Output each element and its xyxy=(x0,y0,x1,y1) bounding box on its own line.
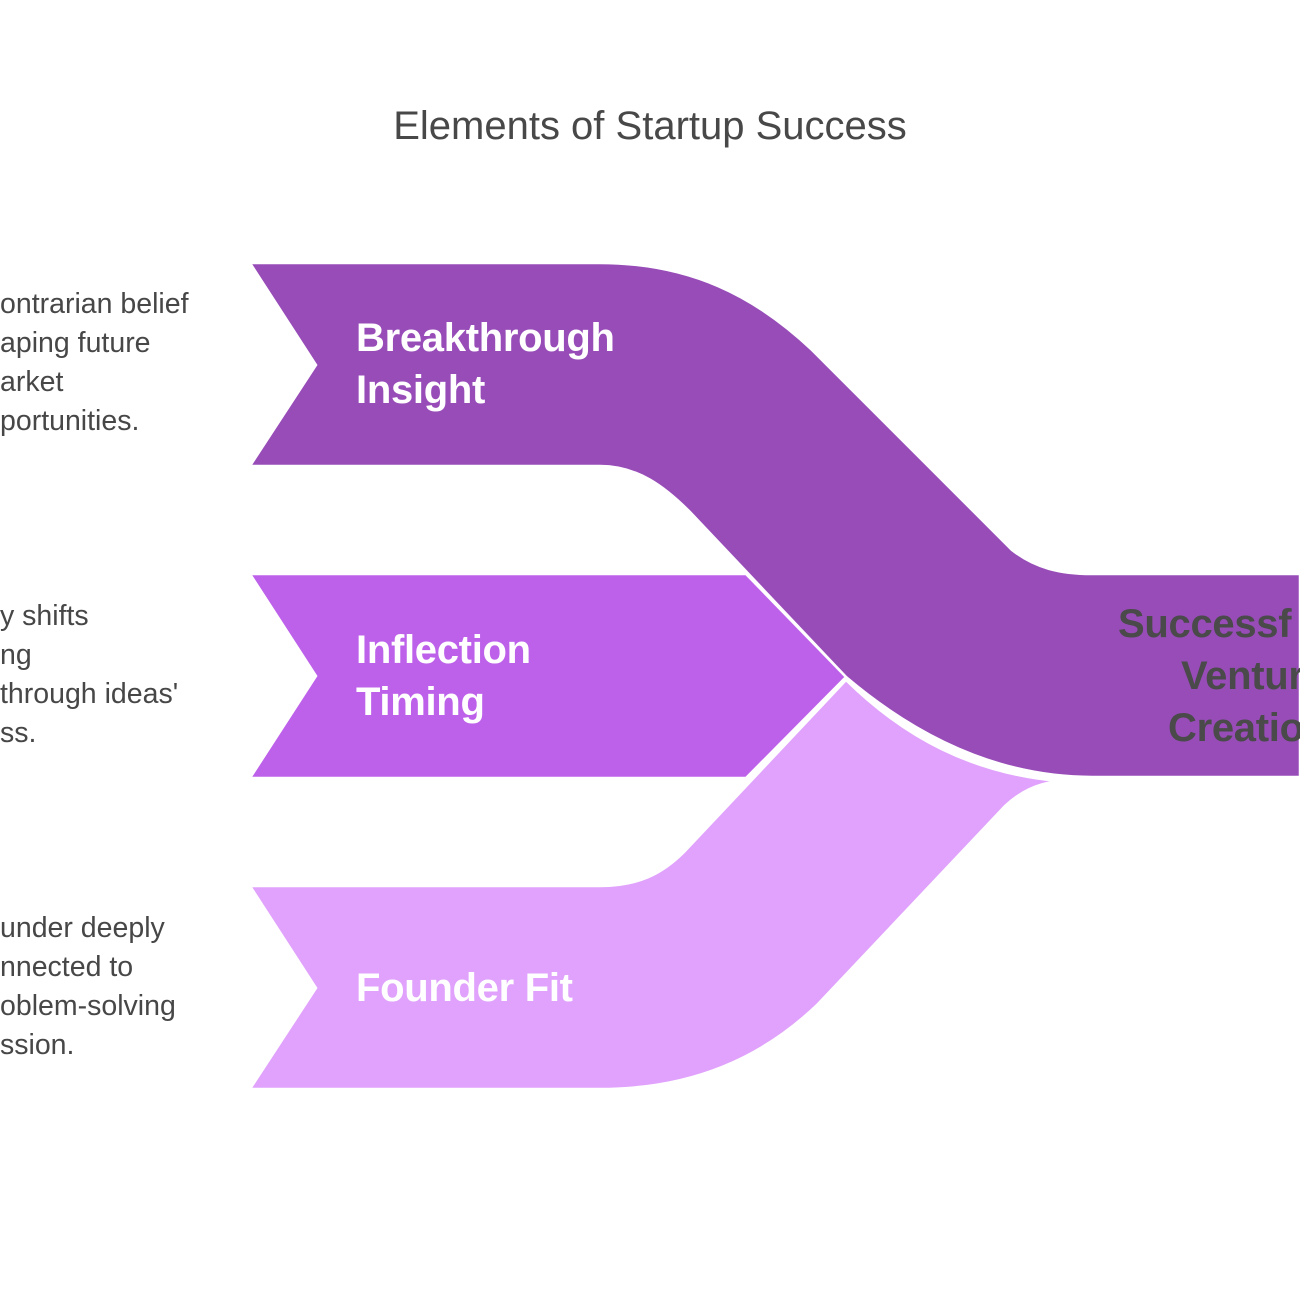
description-line: oblem-solving xyxy=(0,990,176,1022)
diagram-title: Elements of Startup Success xyxy=(393,104,907,148)
description-line: ontrarian belief xyxy=(0,288,189,320)
description-line: aping future xyxy=(0,327,151,359)
label-outcome: Successf Ventur Creatio xyxy=(1118,598,1300,754)
label-line: Inflection xyxy=(356,628,531,672)
description-founder: under deeply nnected to oblem-solving ss… xyxy=(0,909,176,1065)
description-line: portunities. xyxy=(0,405,140,437)
label-founder-fit: Founder Fit xyxy=(356,962,573,1014)
band-breakthrough-insight xyxy=(247,261,1300,779)
description-line: y shifts xyxy=(0,600,89,632)
description-breakthrough: ontrarian belief aping future arket port… xyxy=(0,285,189,441)
description-line: through ideas' xyxy=(0,678,179,710)
band-founder-fit xyxy=(247,678,1059,1091)
description-line: ss. xyxy=(0,717,37,749)
label-line: Founder Fit xyxy=(356,966,573,1010)
outcome-line: Successf xyxy=(1118,602,1292,646)
description-line: ng xyxy=(0,639,32,671)
description-inflection: y shifts ng through ideas' ss. xyxy=(0,597,178,753)
description-line: ssion. xyxy=(0,1029,75,1061)
label-line: Breakthrough xyxy=(356,316,615,360)
outcome-line: Ventur xyxy=(1181,654,1300,698)
label-line: Timing xyxy=(356,680,485,724)
outcome-line: Creatio xyxy=(1168,706,1300,750)
description-line: arket xyxy=(0,366,64,398)
band-inflection-timing xyxy=(247,572,848,780)
label-breakthrough-insight: Breakthrough Insight xyxy=(356,312,615,416)
description-line: under deeply xyxy=(0,912,165,944)
label-line: Insight xyxy=(356,368,485,412)
label-inflection-timing: Inflection Timing xyxy=(356,624,531,728)
description-line: nnected to xyxy=(0,951,134,983)
